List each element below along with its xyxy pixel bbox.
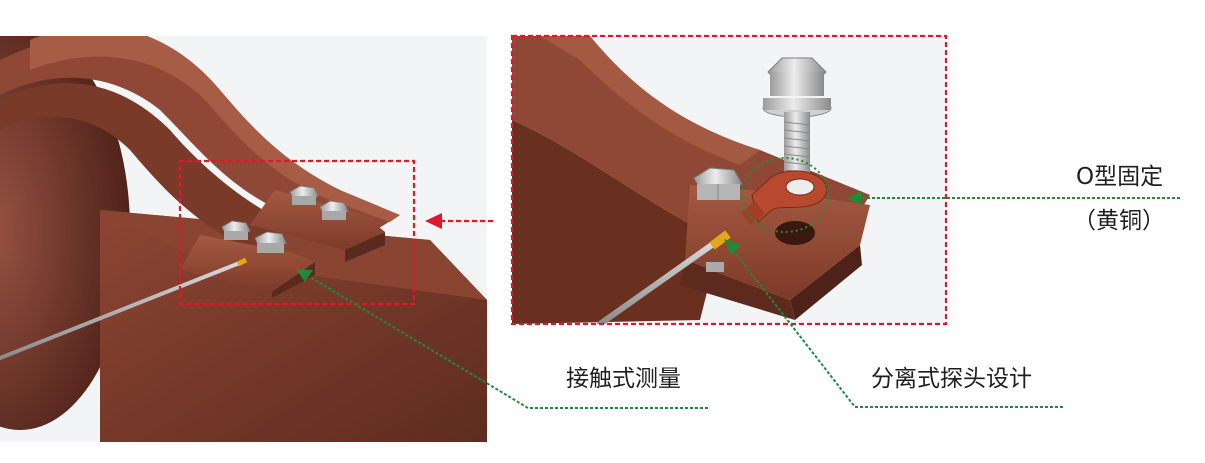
lower-terminal-bar bbox=[180, 235, 315, 292]
label-split-probe-design: 分离式探头设计 bbox=[871, 366, 1032, 392]
label-contact-measure: 接触式测量 bbox=[566, 366, 681, 392]
arrow-head-icon bbox=[846, 191, 862, 205]
terminal-block-top bbox=[685, 185, 870, 300]
sensor-cable bbox=[0, 260, 244, 360]
right-panel bbox=[512, 36, 946, 324]
upper-arm-inner bbox=[30, 36, 400, 222]
bolt-icon bbox=[319, 200, 349, 220]
bolt-icon bbox=[221, 220, 251, 240]
arrow-head-icon bbox=[724, 239, 741, 255]
arrow-left-icon bbox=[425, 213, 494, 229]
sensor-tip bbox=[709, 230, 731, 250]
sensor-cable bbox=[597, 239, 719, 324]
callout-split-probe bbox=[732, 249, 1063, 408]
highlight-box-right bbox=[510, 34, 948, 326]
label-o-ring-fixing: O型固定 bbox=[1076, 164, 1164, 190]
bolt-icon bbox=[693, 167, 743, 200]
bolt-icon bbox=[289, 185, 319, 205]
highlight-circle bbox=[741, 157, 829, 233]
arrow-head-icon bbox=[296, 269, 313, 282]
mounting-hole bbox=[775, 221, 815, 245]
large-bolt-icon bbox=[762, 57, 832, 178]
callout-contact-measure bbox=[309, 276, 708, 409]
upper-terminal-bar bbox=[250, 190, 385, 250]
highlight-box-left bbox=[178, 159, 416, 306]
bolt-icon bbox=[254, 231, 287, 253]
o-ring-lug-icon bbox=[740, 170, 828, 225]
label-brass-material: （黄铜） bbox=[1073, 208, 1165, 234]
left-panel bbox=[0, 36, 487, 442]
cylinder-body bbox=[0, 36, 130, 430]
terminal-block-front bbox=[790, 245, 862, 320]
